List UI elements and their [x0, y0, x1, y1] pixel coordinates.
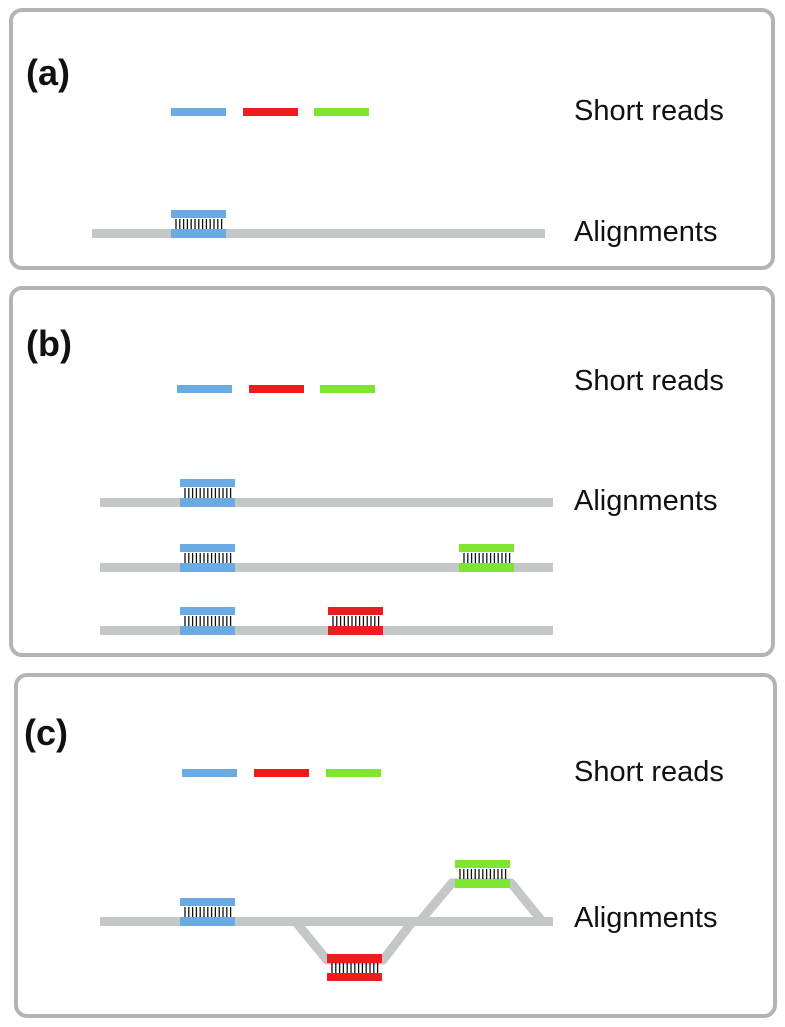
matched-segment: [180, 917, 235, 926]
aligned-read-blue: [180, 544, 235, 572]
panel-b-reads: [177, 385, 375, 393]
panel-b-alignments: [100, 479, 553, 635]
read-segment: [180, 479, 235, 487]
short-read-red: [249, 385, 304, 393]
short-read-red: [243, 108, 298, 116]
matched-segment: [455, 879, 510, 888]
aligned-read-red: [327, 954, 382, 981]
short-read-blue: [182, 769, 237, 777]
aligned-read-red: [328, 607, 383, 635]
matched-segment: [459, 563, 514, 572]
read-segment: [171, 210, 226, 218]
short-read-red: [254, 769, 309, 777]
alignments-label: Alignments: [574, 216, 718, 248]
matched-segment: [171, 229, 226, 238]
reference-line: [92, 229, 545, 238]
short-reads-label: Short reads: [574, 365, 724, 397]
aligned-read-green: [459, 544, 514, 572]
aligned-read-blue: [171, 210, 226, 238]
reference-line: [100, 626, 553, 635]
matched-segment: [180, 563, 235, 572]
matched-segment: [180, 498, 235, 507]
matched-segment: [328, 626, 383, 635]
panel-a-alignments: [92, 210, 545, 238]
panel-c-reads: [182, 769, 381, 777]
panel-c: [14, 673, 777, 1018]
read-segment: [180, 544, 235, 552]
short-reads-label: Short reads: [574, 95, 724, 127]
alignments-label: Alignments: [574, 902, 718, 934]
short-read-blue: [177, 385, 232, 393]
alignments-label: Alignments: [574, 485, 718, 517]
aligned-read-green: [455, 860, 510, 888]
short-read-blue: [171, 108, 226, 116]
panel-b-label: (b): [26, 323, 72, 364]
reference-bump-path: [416, 878, 546, 924]
aligned-read-blue: [180, 607, 235, 635]
panel-c-alignments: [100, 860, 553, 981]
read-segment: [328, 607, 383, 615]
reference-line: [100, 917, 553, 926]
short-read-green: [320, 385, 375, 393]
short-reads-label: Short reads: [574, 756, 724, 788]
matched-segment: [327, 954, 382, 963]
read-segment: [459, 544, 514, 552]
panel-a: [9, 8, 775, 270]
aligned-read-blue: [180, 479, 235, 507]
read-segment: [455, 860, 510, 868]
panel-b: [9, 286, 775, 657]
panel-a-label: (a): [26, 52, 70, 93]
reference-line: [100, 498, 553, 507]
panel-a-reads: [171, 108, 369, 116]
short-read-green: [314, 108, 369, 116]
read-segment: [180, 607, 235, 615]
aligned-read-blue: [180, 898, 235, 926]
reference-line: [100, 563, 553, 572]
read-segment: [327, 973, 382, 981]
panel-c-label: (c): [24, 712, 68, 753]
matched-segment: [180, 626, 235, 635]
read-segment: [180, 898, 235, 906]
short-read-green: [326, 769, 381, 777]
